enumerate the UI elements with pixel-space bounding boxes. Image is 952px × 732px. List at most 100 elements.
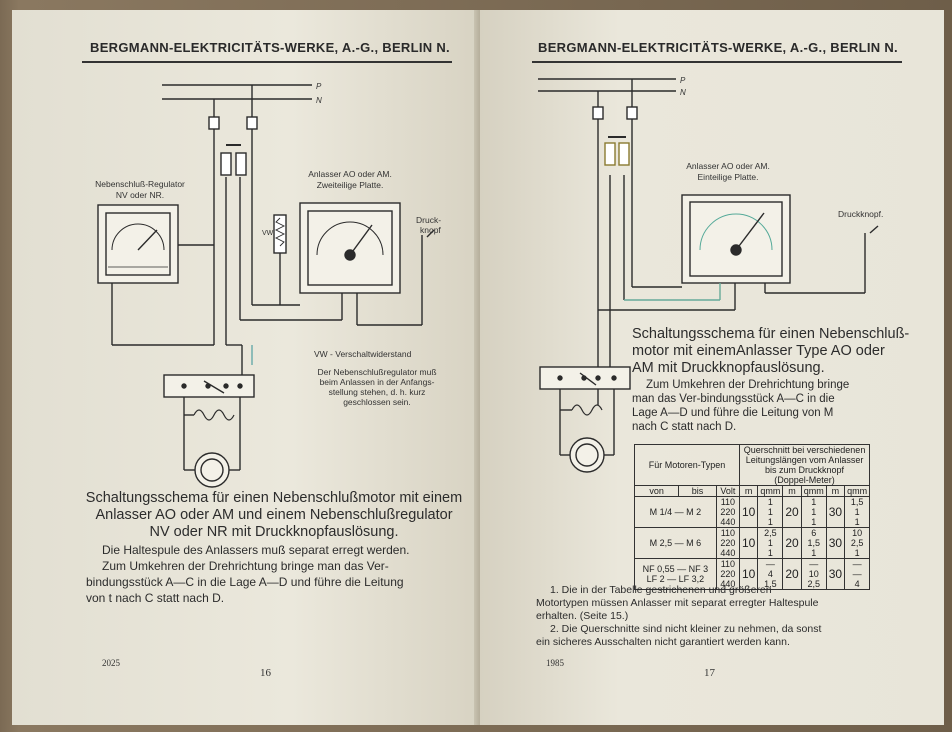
body-line: Zum Umkehren der Drehrichtung bringe <box>646 379 850 391</box>
length-cell: 20 <box>782 496 802 528</box>
right-starter-plate-label: Einteilige Platte. <box>698 172 759 182</box>
footnote-line: 1. Die in der Tabelle gestrichenen und g… <box>550 584 772 596</box>
value: 110 <box>720 559 736 569</box>
length-cell: 10 <box>738 558 759 590</box>
value: 6 <box>811 528 817 538</box>
footnote-line: 2. Die Querschnitte sind nicht kleiner z… <box>550 623 822 635</box>
value: — <box>852 559 862 569</box>
header-rule <box>532 61 902 63</box>
sub-header: m <box>738 485 759 497</box>
value: 1 <box>854 507 860 517</box>
note-line: stellung stehen, d. h. kurz <box>328 387 426 397</box>
caption-line: Schaltungsschema für einen Nebenschluß- <box>632 326 910 342</box>
value: 1 <box>767 548 773 558</box>
value: 110 <box>720 497 736 507</box>
value: 4 <box>767 569 773 579</box>
value: 220 <box>720 538 736 548</box>
body-line: Die Haltespule des Anlassers muß separat… <box>102 543 410 557</box>
header-line: (Doppel-Meter) <box>774 475 835 485</box>
value: — <box>765 559 775 569</box>
value: 1 <box>854 548 860 558</box>
sub-header: qmm <box>757 485 784 497</box>
value: 2,5 <box>807 579 820 589</box>
regulator-label: Nebenschluß-Regulator <box>95 179 185 189</box>
sub-header: m <box>782 485 802 497</box>
body-line: Lage A—D und führe die Leitung von M <box>632 407 834 419</box>
table-header-motor: Für Motoren-Typen <box>634 444 740 486</box>
body-line: man das Ver-bindungsstück A—C in die <box>632 393 835 405</box>
push-button-label-2: knopf <box>420 225 441 235</box>
value: 110 <box>720 528 736 538</box>
body-line: nach C statt nach D. <box>632 421 737 433</box>
push-button-label-1: Druck- <box>416 215 441 225</box>
length-cell: 20 <box>782 558 802 590</box>
value: 1 <box>767 538 773 548</box>
starter-label: Anlasser AO oder AM. <box>308 169 392 179</box>
body-line: bindungsstück A—C in die Lage A—D und fü… <box>86 575 404 589</box>
qmm-cell: ——4 <box>844 558 871 590</box>
caption-line: NV oder NR mit Druckknopfauslösung. <box>149 524 399 540</box>
left-page: BERGMANN-ELEKTRICITÄTS-WERKE, A.-G., BER… <box>12 10 478 725</box>
left-page-number: 16 <box>260 667 271 679</box>
footnote-line: Motortypen müssen Anlasser mit separat e… <box>536 597 819 609</box>
sub-header: bis <box>678 485 717 497</box>
left-page-header: BERGMANN-ELEKTRICITÄTS-WERKE, A.-G., BER… <box>90 40 450 55</box>
value: 1 <box>811 517 817 527</box>
cross-section-table-wrap: Für Motoren-Typen Querschnitt bei versch… <box>633 444 871 590</box>
right-body-text: Zum Umkehren der Drehrichtung bringe man… <box>632 378 932 434</box>
caption-line: Schaltungsschema für einen Nebenschlußmo… <box>85 490 463 506</box>
header-rule <box>82 61 452 63</box>
right-signature-mark: 1985 <box>546 658 564 668</box>
value: NF 0,55 — NF 3 <box>642 564 709 574</box>
regulator-note: Der Nebenschlußregulator muß beim Anlass… <box>297 367 457 407</box>
regulator-type-label: NV oder NR. <box>116 190 164 200</box>
value: 10 <box>808 569 819 579</box>
left-p-label: P <box>316 82 322 91</box>
note-line: Der Nebenschlußregulator muß <box>317 367 437 377</box>
caption-line: AM mit Druckknopfauslösung. <box>632 360 825 376</box>
body-line: Zum Umkehren der Drehrichtung bringe man… <box>102 559 389 573</box>
sub-header: m <box>825 485 846 497</box>
sub-header: von <box>633 485 680 497</box>
footnote-line: ein sicheres Ausschalten nicht garantier… <box>536 636 790 648</box>
value: 440 <box>720 579 736 589</box>
value: 1 <box>767 517 773 527</box>
caption-line: Anlasser AO oder AM und einem Nebenschlu… <box>95 507 453 523</box>
right-wiring-diagram: P N Anlasser AO oder AM. Einteilige Plat… <box>538 76 883 473</box>
right-starter-label: Anlasser AO oder AM. <box>686 161 770 171</box>
body-line: von t nach C statt nach D. <box>86 591 225 605</box>
starter-plate-label: Zweiteilige Platte. <box>317 180 384 190</box>
value: — <box>809 559 819 569</box>
value: 1 <box>767 497 773 507</box>
value: 2,5 <box>764 528 777 538</box>
value: 1,5 <box>850 497 864 507</box>
sub-header: qmm <box>844 485 871 497</box>
motor-cell: M 1/4 — M 2 <box>634 496 717 528</box>
value: 440 <box>720 548 736 558</box>
value: 1,5 <box>764 579 777 589</box>
value: 440 <box>720 517 736 527</box>
cross-section-table: Für Motoren-Typen Querschnitt bei versch… <box>633 444 871 590</box>
right-caption: Schaltungsschema für einen Nebenschluß- … <box>632 326 932 377</box>
value: 1,5 <box>807 538 820 548</box>
value: 1 <box>811 497 817 507</box>
value: 220 <box>720 569 736 579</box>
sub-header: qmm <box>800 485 827 497</box>
right-n-label: N <box>680 88 686 97</box>
left-body-text: Die Haltespule des Anlassers muß separat… <box>86 542 466 606</box>
vw-legend: VW - Verschaltwiderstand <box>314 349 412 359</box>
right-page-number: 17 <box>704 667 715 679</box>
value: 1 <box>854 517 860 527</box>
